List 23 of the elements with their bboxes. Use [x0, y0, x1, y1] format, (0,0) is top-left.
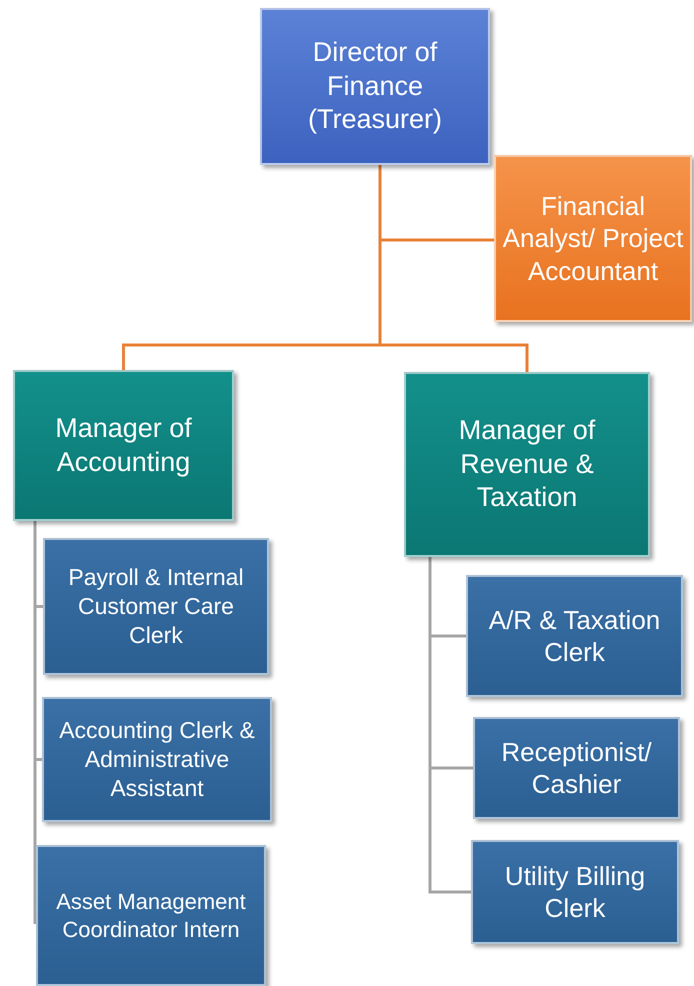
staff-box: [36, 845, 266, 986]
staff-box: [42, 697, 272, 822]
staff-box: [473, 717, 680, 819]
analyst-box: [494, 155, 692, 322]
staff-box: [471, 840, 679, 944]
connector-line: [428, 557, 471, 894]
role-title: Asset Management Coordinator Intern: [55, 888, 247, 943]
role-title: Accounting Clerk & Administrative Assistant: [58, 716, 256, 803]
staff-box: [466, 575, 683, 697]
role-title: Financial Analyst/ Project Accountant: [502, 190, 684, 288]
manager-box: [13, 370, 234, 521]
role-title: Payroll & Internal Customer Care Clerk: [67, 563, 245, 650]
connector-line: [378, 165, 528, 372]
role-title: Manager of Accounting: [54, 412, 193, 479]
connector-line: [34, 521, 38, 924]
director-box: [260, 8, 490, 165]
role-title: Director of Finance (Treasurer): [306, 36, 443, 136]
role-title: A/R & Taxation Clerk: [488, 604, 662, 668]
manager-box: [404, 372, 650, 557]
role-title: Manager of Revenue & Taxation: [458, 414, 596, 514]
staff-box: [43, 538, 269, 675]
role-title: Receptionist/ Cashier: [500, 736, 653, 800]
role-title: Utility Billing Clerk: [504, 860, 646, 924]
